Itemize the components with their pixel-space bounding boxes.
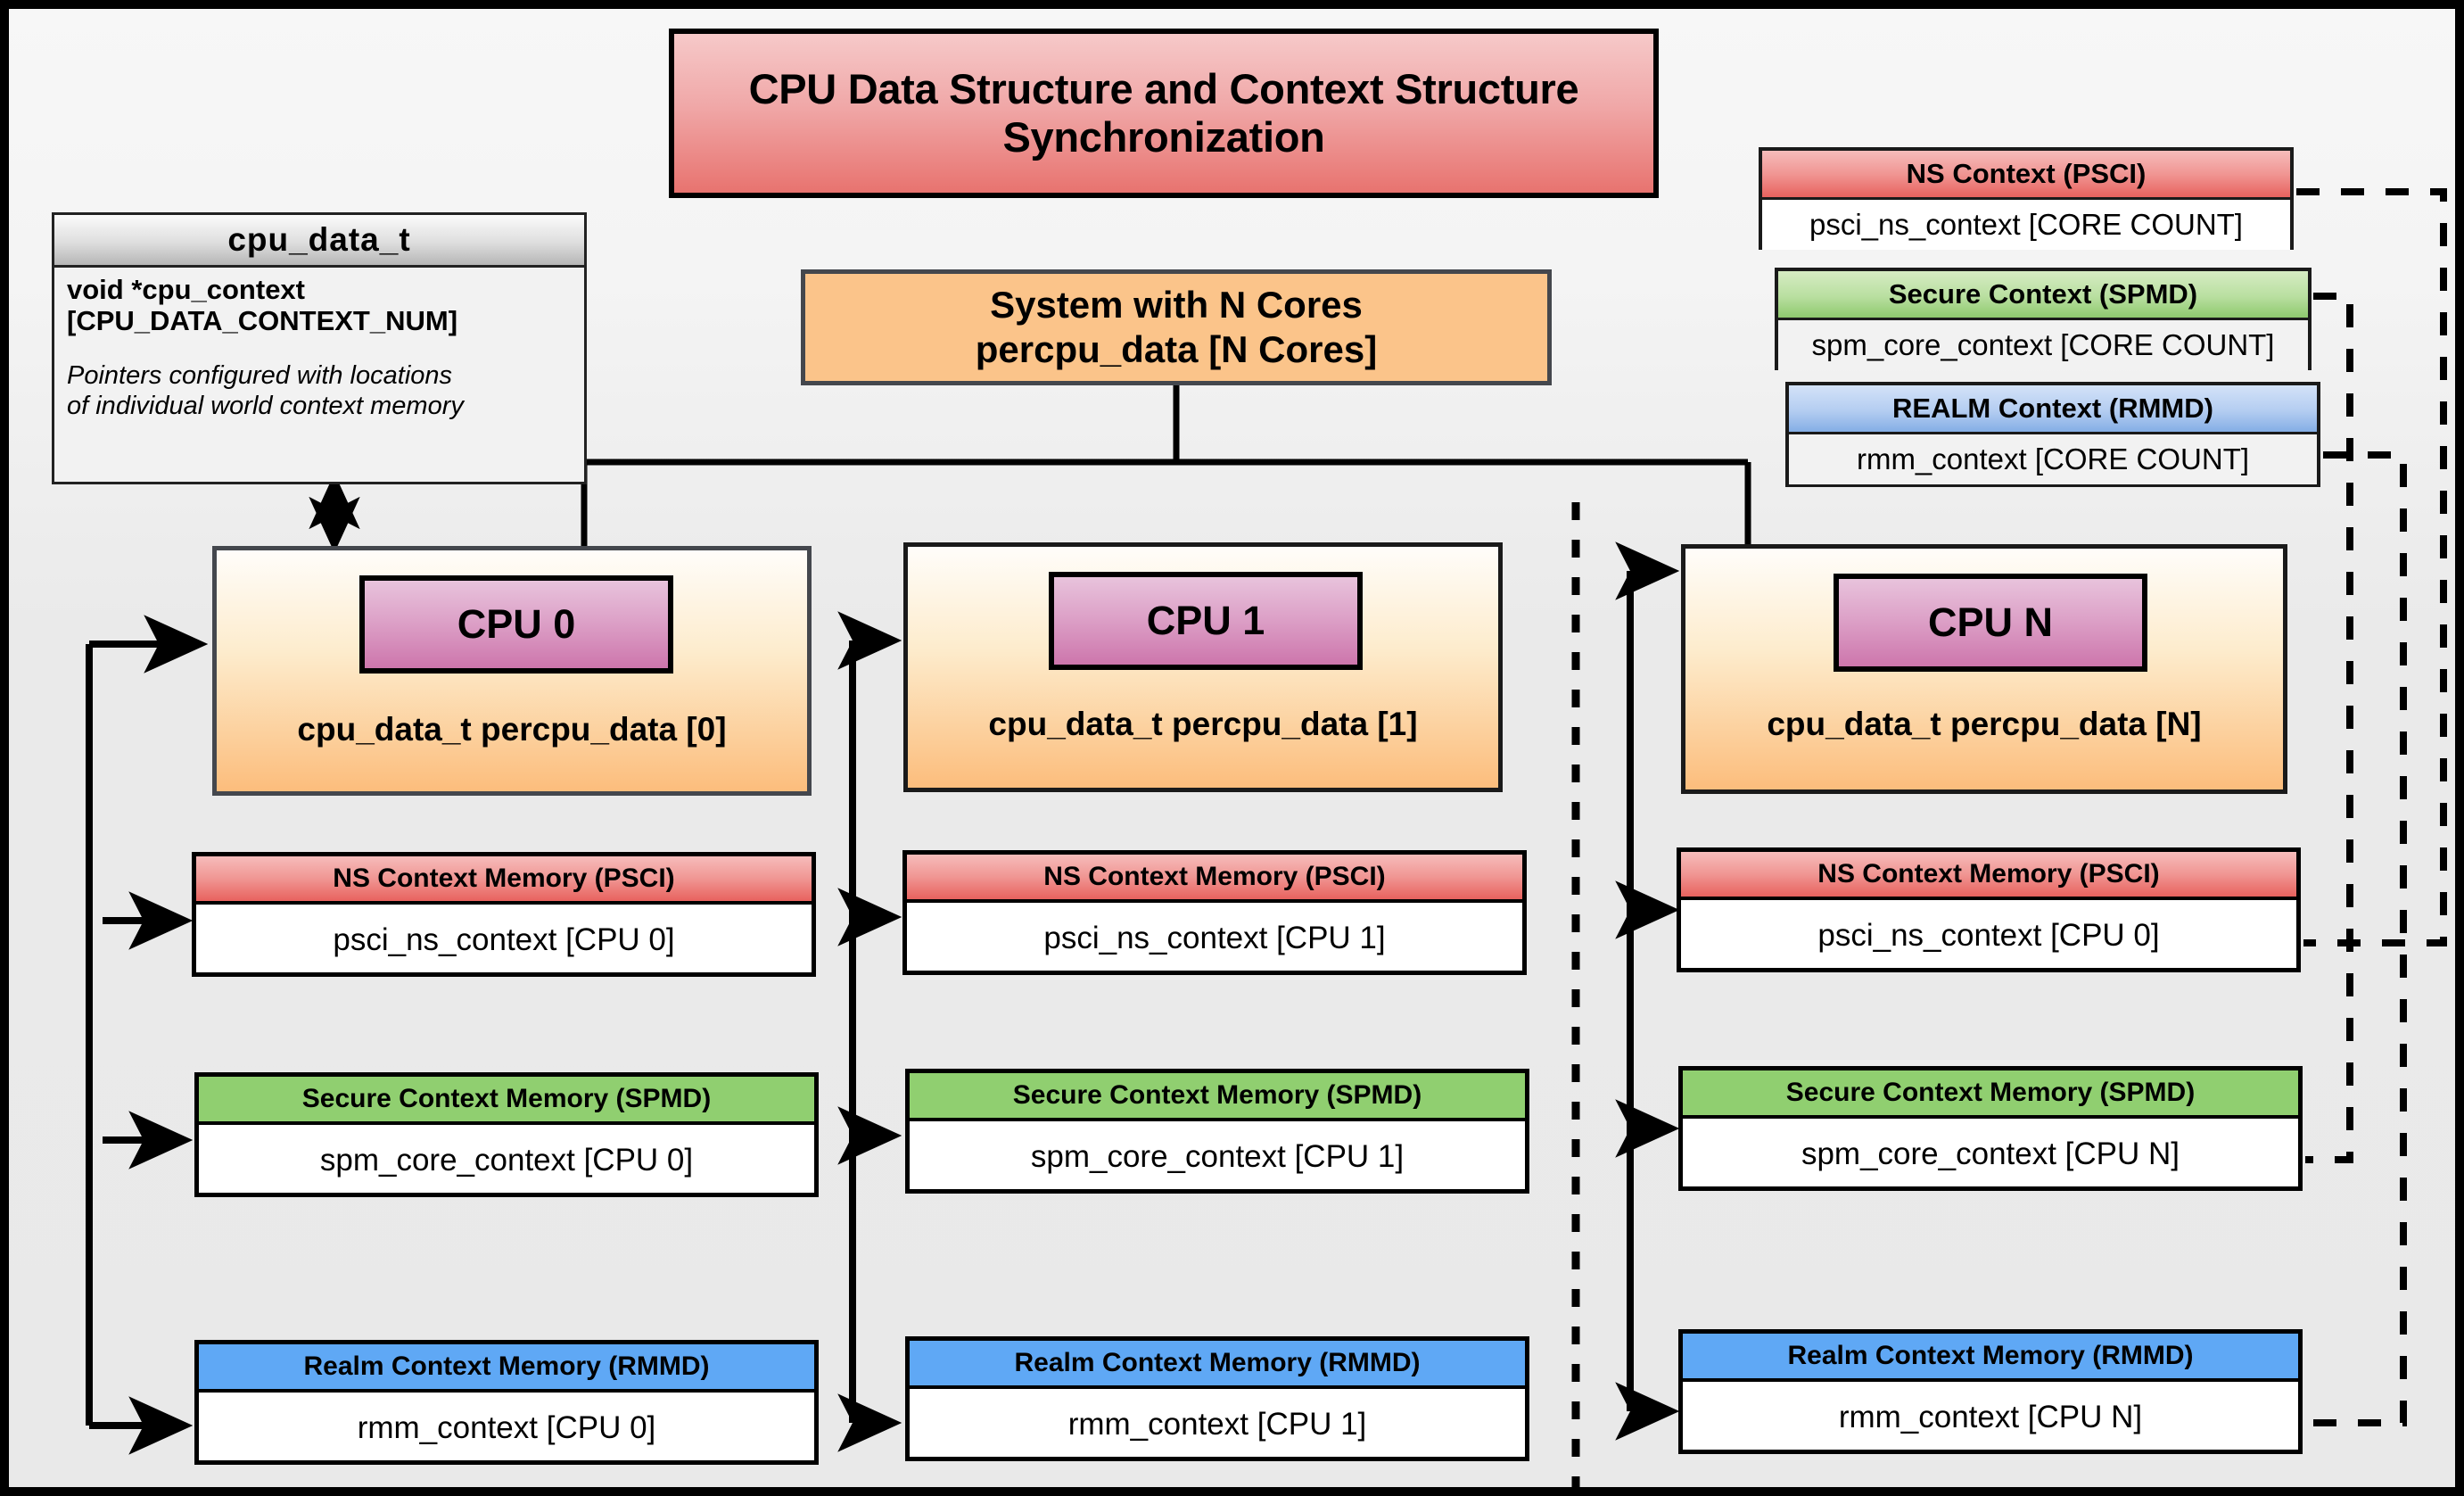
cpuN-ns-header: NS Context Memory (PSCI) xyxy=(1681,852,2296,900)
legend-secure-header-label: Secure Context (SPMD) xyxy=(1888,278,2198,310)
cpuN-ns-body-label: psci_ns_context [CPU 0] xyxy=(1817,918,2160,953)
legend-realm-header: REALM Context (RMMD) xyxy=(1789,385,2317,434)
cpu-data-t-note-line2: of individual world context memory xyxy=(67,392,464,421)
cpu0-ns-body: psci_ns_context [CPU 0] xyxy=(196,905,812,976)
cpu1-box: CPU 1 cpu_data_t percpu_data [1] xyxy=(903,542,1503,792)
cpu1-ns-header: NS Context Memory (PSCI) xyxy=(907,855,1522,903)
cpu1-secure-header-label: Secure Context Memory (SPMD) xyxy=(1012,1080,1422,1110)
cpuN-box: CPU N cpu_data_t percpu_data [N] xyxy=(1681,544,2287,794)
legend-secure-context-box: Secure Context (SPMD) spm_core_context [… xyxy=(1775,268,2312,370)
legend-secure-body-label: spm_core_context [CORE COUNT] xyxy=(1811,328,2275,361)
cpu0-realm-header: Realm Context Memory (RMMD) xyxy=(199,1344,814,1393)
cpu0-secure-header: Secure Context Memory (SPMD) xyxy=(199,1077,814,1125)
page-title-line1: CPU Data Structure and Context Structure xyxy=(748,64,1579,112)
legend-realm-body: rmm_context [CORE COUNT] xyxy=(1789,434,2317,484)
cpuN-secure-body: spm_core_context [CPU N] xyxy=(1683,1119,2298,1190)
cpu0-realm-context-memory: Realm Context Memory (RMMD) rmm_context … xyxy=(194,1340,819,1465)
cpuN-secure-context-memory: Secure Context Memory (SPMD) spm_core_co… xyxy=(1678,1066,2303,1191)
cpu-data-t-struct-box: cpu_data_t void *cpu_context [CPU_DATA_C… xyxy=(52,212,587,484)
legend-secure-body: spm_core_context [CORE COUNT] xyxy=(1778,320,2308,370)
cpu0-realm-body-label: rmm_context [CPU 0] xyxy=(357,1410,656,1445)
cpu1-secure-body-label: spm_core_context [CPU 1] xyxy=(1030,1139,1405,1174)
cpu1-secure-body: spm_core_context [CPU 1] xyxy=(910,1121,1525,1193)
cpuN-realm-header: Realm Context Memory (RMMD) xyxy=(1683,1334,2298,1382)
legend-ns-body: psci_ns_context [CORE COUNT] xyxy=(1762,200,2290,250)
cpuN-caption: cpu_data_t percpu_data [N] xyxy=(1767,706,2202,742)
legend-ns-header-label: NS Context (PSCI) xyxy=(1906,158,2147,189)
cpu1-realm-header-label: Realm Context Memory (RMMD) xyxy=(1014,1348,1421,1377)
cpu0-secure-body: spm_core_context [CPU 0] xyxy=(199,1125,814,1196)
cpu1-realm-header: Realm Context Memory (RMMD) xyxy=(910,1341,1525,1389)
cpuN-realm-context-memory: Realm Context Memory (RMMD) rmm_context … xyxy=(1678,1329,2303,1454)
system-overview-box: System with N Cores percpu_data [N Cores… xyxy=(801,269,1552,385)
cpu0-ns-body-label: psci_ns_context [CPU 0] xyxy=(333,922,675,957)
cpu1-secure-header: Secure Context Memory (SPMD) xyxy=(910,1073,1525,1121)
cpuN-chip-text: CPU N xyxy=(1927,599,2053,645)
cpuN-realm-body: rmm_context [CPU N] xyxy=(1683,1382,2298,1453)
cpuN-realm-body-label: rmm_context [CPU N] xyxy=(1838,1400,2143,1434)
cpu0-realm-body: rmm_context [CPU 0] xyxy=(199,1393,814,1464)
cpu1-ns-body-label: psci_ns_context [CPU 1] xyxy=(1043,921,1386,955)
page-title: CPU Data Structure and Context Structure… xyxy=(669,29,1659,198)
cpu1-realm-body-label: rmm_context [CPU 1] xyxy=(1067,1407,1367,1442)
cpuN-realm-header-label: Realm Context Memory (RMMD) xyxy=(1787,1341,2194,1370)
cpu1-caption: cpu_data_t percpu_data [1] xyxy=(988,706,1418,742)
cpu1-ns-context-memory: NS Context Memory (PSCI) psci_ns_context… xyxy=(902,850,1527,975)
system-line1: System with N Cores xyxy=(990,284,1363,326)
legend-realm-header-label: REALM Context (RMMD) xyxy=(1892,393,2213,424)
cpu0-caption: cpu_data_t percpu_data [0] xyxy=(297,711,727,748)
cpu0-secure-context-memory: Secure Context Memory (SPMD) spm_core_co… xyxy=(194,1072,819,1197)
cpuN-ns-body: psci_ns_context [CPU 0] xyxy=(1681,900,2296,971)
legend-realm-context-box: REALM Context (RMMD) rmm_context [CORE C… xyxy=(1785,382,2320,487)
cpu0-chip-label: CPU 0 xyxy=(359,575,673,674)
cpu-data-t-name: cpu_data_t xyxy=(227,221,411,258)
cpu1-chip-label: CPU 1 xyxy=(1049,572,1363,670)
cpuN-secure-body-label: spm_core_context [CPU N] xyxy=(1801,1136,2180,1171)
cpu-data-t-header: cpu_data_t xyxy=(54,215,584,268)
cpu1-realm-context-memory: Realm Context Memory (RMMD) rmm_context … xyxy=(905,1336,1529,1461)
cpu0-ns-context-memory: NS Context Memory (PSCI) psci_ns_context… xyxy=(192,852,816,977)
cpu-data-t-field-line1: void *cpu_context xyxy=(67,274,305,305)
system-line2: percpu_data [N Cores] xyxy=(975,328,1378,370)
cpu0-ns-header: NS Context Memory (PSCI) xyxy=(196,856,812,905)
cpu1-realm-body: rmm_context [CPU 1] xyxy=(910,1389,1525,1460)
cpu1-ns-body: psci_ns_context [CPU 1] xyxy=(907,903,1522,974)
cpu0-secure-header-label: Secure Context Memory (SPMD) xyxy=(301,1084,712,1113)
legend-ns-context-box: NS Context (PSCI) psci_ns_context [CORE … xyxy=(1759,147,2294,250)
cpuN-secure-header: Secure Context Memory (SPMD) xyxy=(1683,1070,2298,1119)
cpu0-ns-header-label: NS Context Memory (PSCI) xyxy=(333,864,675,893)
cpu1-secure-context-memory: Secure Context Memory (SPMD) spm_core_co… xyxy=(905,1069,1529,1194)
cpuN-secure-header-label: Secure Context Memory (SPMD) xyxy=(1785,1078,2196,1107)
cpu0-chip-text: CPU 0 xyxy=(457,601,576,647)
page-title-line2: Synchronization xyxy=(1002,113,1325,161)
cpu-data-t-body: void *cpu_context [CPU_DATA_CONTEXT_NUM]… xyxy=(54,265,584,482)
cpu1-ns-header-label: NS Context Memory (PSCI) xyxy=(1043,862,1386,891)
legend-realm-body-label: rmm_context [CORE COUNT] xyxy=(1856,442,2250,475)
legend-ns-body-label: psci_ns_context [CORE COUNT] xyxy=(1809,208,2243,241)
cpuN-ns-context-memory: NS Context Memory (PSCI) psci_ns_context… xyxy=(1677,847,2301,972)
cpuN-ns-header-label: NS Context Memory (PSCI) xyxy=(1817,859,2160,889)
cpu0-box: CPU 0 cpu_data_t percpu_data [0] xyxy=(212,546,812,796)
cpu0-secure-body-label: spm_core_context [CPU 0] xyxy=(319,1143,694,1178)
cpu1-chip-text: CPU 1 xyxy=(1146,598,1265,643)
cpuN-chip-label: CPU N xyxy=(1834,574,2147,672)
cpu0-realm-header-label: Realm Context Memory (RMMD) xyxy=(303,1351,710,1381)
cpu-data-t-field-line2: [CPU_DATA_CONTEXT_NUM] xyxy=(67,305,458,337)
legend-ns-header: NS Context (PSCI) xyxy=(1762,151,2290,200)
cpu-data-t-note-line1: Pointers configured with locations xyxy=(67,360,453,390)
legend-secure-header: Secure Context (SPMD) xyxy=(1778,271,2308,320)
